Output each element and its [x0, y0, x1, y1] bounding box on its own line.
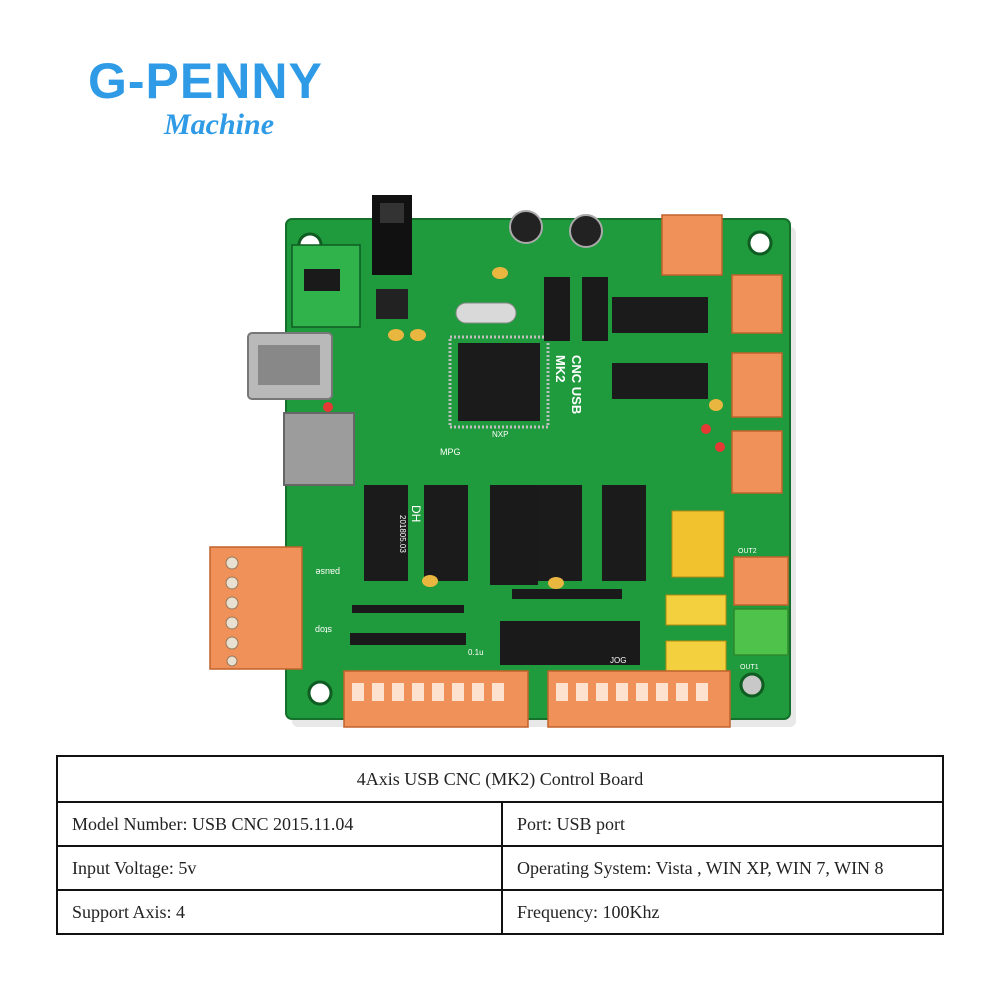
logic-ic — [612, 297, 708, 333]
mount-hole — [739, 672, 765, 698]
silkscreen-dh: DH — [409, 505, 423, 522]
spec-model-number: Model Number: USB CNC 2015.11.04 — [56, 801, 503, 847]
spec-frequency: Frequency: 100Khz — [501, 889, 944, 935]
terminal-block — [209, 546, 303, 670]
connector-strip — [352, 605, 464, 613]
spec-table-header-row: 4Axis USB CNC (MK2) Control Board — [56, 755, 944, 803]
product-photo: CNC USB MK2 DH 201805.03 MPG NXP JOG OUT… — [209, 195, 796, 728]
mount-hole — [747, 230, 773, 256]
silkscreen-cap: 0.1u — [468, 648, 484, 657]
main-mcu-chip — [458, 343, 540, 421]
connector-strip — [512, 589, 622, 599]
silkscreen-mpg: MPG — [440, 447, 461, 457]
silkscreen-out2: OUT2 — [738, 548, 757, 555]
sd-card-slot — [283, 412, 355, 486]
pin-header — [582, 277, 608, 341]
driver-ic — [364, 485, 408, 581]
table-row: Support Axis: 4 Frequency: 100Khz — [56, 889, 944, 935]
silkscreen-cnc: CNC USB — [569, 355, 584, 414]
crystal — [455, 302, 517, 324]
silkscreen-jog: JOG — [610, 656, 626, 665]
capacitor — [569, 214, 603, 248]
table-row: Model Number: USB CNC 2015.11.04 Port: U… — [56, 801, 944, 847]
spec-table: 4Axis USB CNC (MK2) Control Board Model … — [56, 755, 944, 935]
silkscreen-mk2: MK2 — [553, 355, 568, 382]
terminal-block — [731, 352, 783, 418]
table-row: Input Voltage: 5v Operating System: Vist… — [56, 845, 944, 891]
spec-port: Port: USB port — [501, 801, 944, 847]
relay — [665, 594, 727, 626]
terminal-block — [661, 214, 723, 276]
logic-ic — [612, 363, 708, 399]
mount-hole — [307, 680, 333, 706]
brand-subtitle: Machine — [164, 108, 275, 141]
pin-header — [500, 621, 640, 665]
driver-ic — [538, 485, 582, 581]
connector-strip — [350, 633, 466, 645]
terminal-block-green — [733, 608, 789, 656]
relay — [665, 640, 727, 672]
pin-header — [490, 485, 538, 585]
spec-table-title: 4Axis USB CNC (MK2) Control Board — [56, 755, 944, 803]
spec-support-axis: Support Axis: 4 — [56, 889, 503, 935]
terminal-block — [731, 274, 783, 334]
terminal-block — [733, 556, 789, 606]
spec-operating-system: Operating System: Vista , WIN XP, WIN 7,… — [501, 845, 944, 891]
driver-ic — [602, 485, 646, 581]
silkscreen-out1: OUT1 — [740, 664, 759, 671]
brand-logo: G-PENNY Machine — [88, 56, 388, 156]
relay — [671, 510, 725, 578]
silkscreen-nxp: NXP — [492, 430, 508, 439]
brand-name: G-PENNY — [88, 53, 323, 109]
terminal-block — [731, 430, 783, 494]
capacitor — [509, 210, 543, 244]
silkscreen-pause: pause — [315, 567, 340, 577]
pin-header — [544, 277, 570, 341]
spec-input-voltage: Input Voltage: 5v — [56, 845, 503, 891]
driver-ic — [424, 485, 468, 581]
silkscreen-stop: stop — [315, 625, 332, 635]
silkscreen-date-code: 201805.03 — [398, 515, 407, 553]
